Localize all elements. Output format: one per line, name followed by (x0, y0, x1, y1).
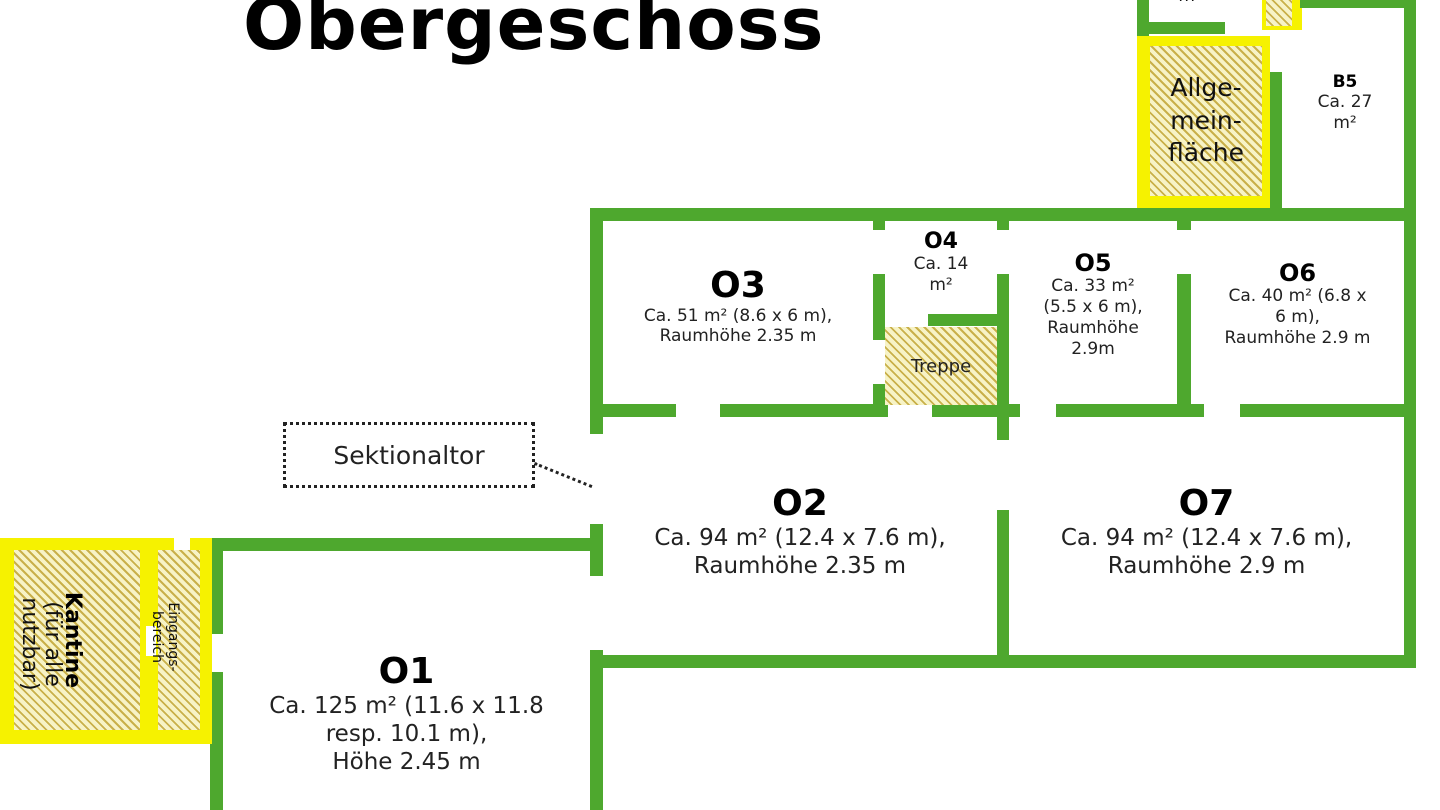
room-b5-label: B5 Ca. 27 m² (1317, 72, 1373, 133)
wall (590, 404, 676, 417)
allgemeinflaeche-label: Allge- mein- fläche (1167, 73, 1245, 167)
wall (873, 274, 885, 340)
wall (590, 208, 603, 434)
wall (1270, 72, 1282, 212)
room-o4-label: O4 Ca. 14 m² (913, 229, 969, 295)
wall (1404, 208, 1416, 668)
eingangsbereich-label: Eingangs- bereich (148, 602, 181, 672)
top-hatch (1266, 0, 1292, 26)
wall (1404, 0, 1416, 215)
callout-leader-line (533, 462, 593, 489)
wall (997, 220, 1009, 230)
eingang-hatch (158, 550, 200, 730)
wall (1300, 0, 1416, 8)
wall (210, 672, 223, 810)
wall (1056, 404, 1204, 417)
wall (210, 538, 603, 551)
wall (932, 404, 1020, 417)
room-o3-label: O3 Ca. 51 m² (8.6 x 6 m), Raumhöhe 2.35 … (643, 265, 833, 347)
kantine-desc: (für alle nutzbar) (16, 597, 65, 691)
floor-title: Obergeschoss (243, 0, 825, 66)
wall (590, 650, 603, 810)
stairs-area (885, 327, 997, 405)
wall (1240, 404, 1416, 417)
wall (1177, 220, 1191, 230)
wall (590, 655, 1416, 668)
top-partial-room-label: m² (1160, 0, 1220, 6)
wall (873, 220, 885, 230)
wall (590, 208, 1416, 221)
wall (997, 510, 1009, 668)
frame-gap (146, 626, 156, 656)
allgemein-hatch (1150, 46, 1262, 196)
room-o6-label: O6 Ca. 40 m² (6.8 x 6 m), Raumhöhe 2.9 m (1224, 259, 1371, 348)
room-o2-label: O2 Ca. 94 m² (12.4 x 7.6 m), Raumhöhe 2.… (654, 483, 946, 579)
kantine-hatch (14, 550, 140, 730)
wall (997, 274, 1009, 440)
wall (210, 538, 223, 634)
wall (720, 404, 888, 417)
stairs-label: Treppe (910, 356, 972, 377)
frame-gap (174, 538, 190, 552)
wall (1137, 22, 1225, 34)
wall (1177, 274, 1191, 414)
room-o5-label: O5 Ca. 33 m² (5.5 x 6 m), Raumhöhe 2.9m (1043, 249, 1143, 359)
room-o1-label: O1 Ca. 125 m² (11.6 x 11.8 resp. 10.1 m)… (269, 651, 544, 775)
sektionaltor-callout: Sektionaltor (283, 422, 535, 488)
wall (928, 314, 998, 326)
room-o7-label: O7 Ca. 94 m² (12.4 x 7.6 m), Raumhöhe 2.… (1060, 483, 1353, 579)
